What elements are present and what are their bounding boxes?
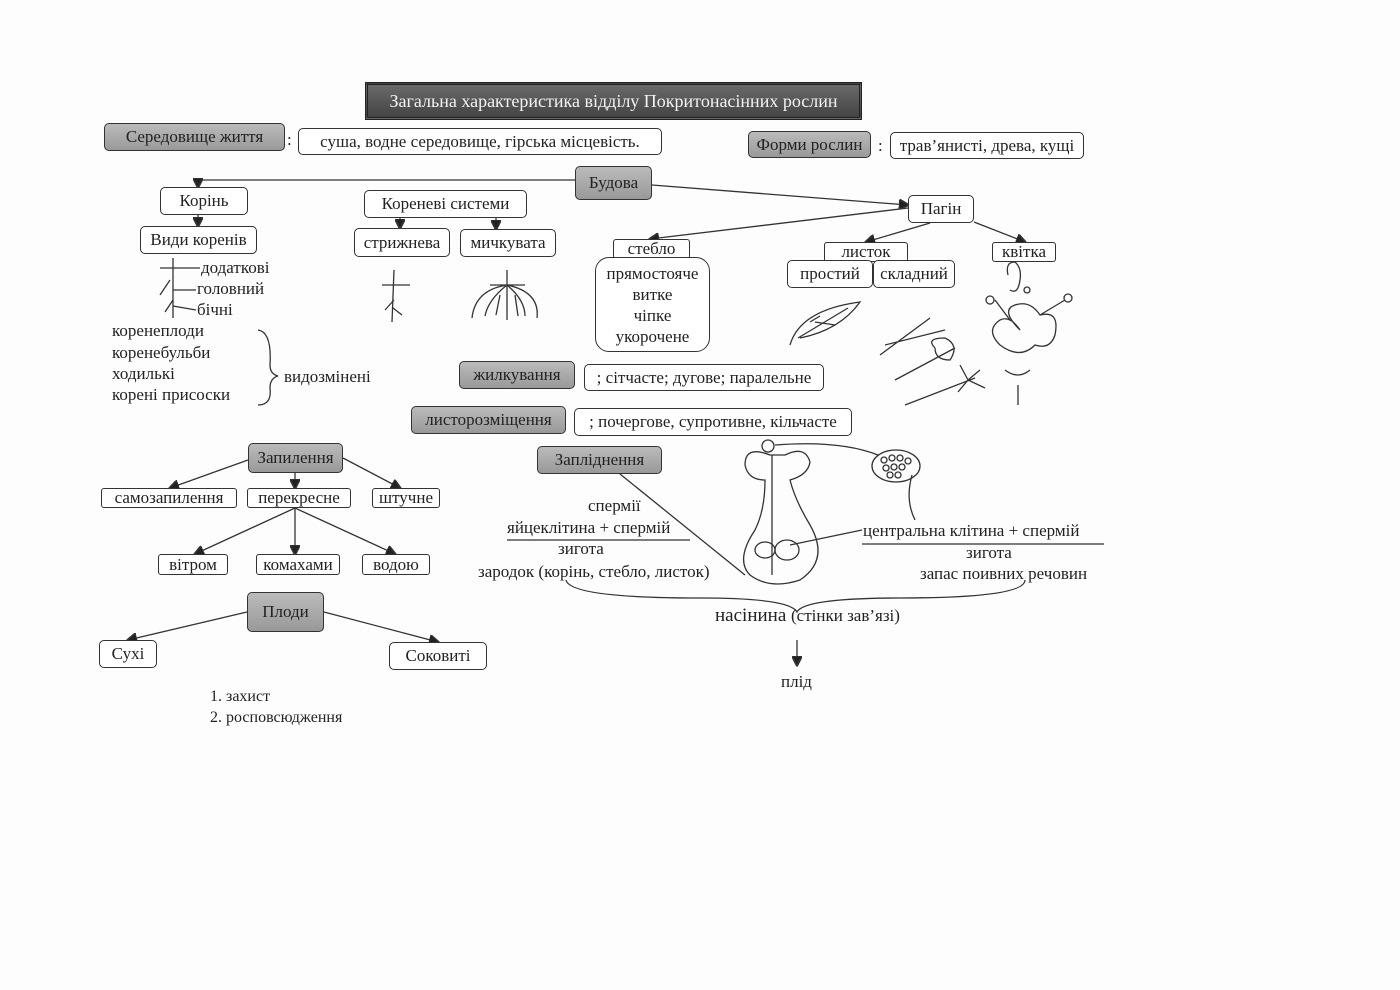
seed-text: насінина [715,605,787,626]
sperm-label: спермії [588,496,641,515]
modified-root: коренеплоди [112,321,204,340]
right-result: зигота [966,543,1012,562]
shoot-node: Пагін [908,195,974,223]
forms-label: Форми рослин [748,131,871,158]
insects-node: комахами [256,554,340,575]
seed-note: (стінки зав’язі) [791,606,900,625]
fruit-function: 1. захист [210,688,271,705]
leaf-arrangement-value: ; почергове, супротивне, кільчасте [574,408,852,436]
right-equation: центральна клітина + спермій [863,521,1080,540]
stem-types: прямостояче витке чіпке укорочене [595,257,710,352]
root-types-node: Види коренів [140,226,257,254]
root-systems-node: Кореневі системи [364,190,527,218]
fibrous-root-node: мичкувата [460,229,556,257]
forms-colon: : [878,136,883,155]
stem-type: витке [632,284,673,304]
flower-node: квітка [992,242,1056,262]
page-title: Загальна характеристика відділу Покритон… [365,82,862,120]
left-result: зигота [558,539,604,558]
structure-node: Будова [575,166,652,200]
cross-pollination: перекресне [247,488,351,508]
left-equation: яйцеклітина + спермій [507,518,671,537]
habitat-colon: : [287,130,292,149]
left-outcome: зародок (корінь, стебло, листок) [478,562,710,581]
compound-leaf-node: складний [873,260,955,288]
stem-node: стебло [613,239,690,259]
fertilization-node: Запліднення [537,446,662,474]
artificial-pollination: штучне [372,488,440,508]
root-part: головний [197,279,265,298]
habitat-label: Середовище життя [104,123,285,151]
stem-type: прямостояче [606,263,699,283]
water-node: водою [362,554,430,575]
venation-label: жилкування [459,361,575,389]
fruit-label: плід [781,672,812,691]
fleshy-fruits-node: Соковиті [389,642,487,670]
taproot-node: стрижнева [354,228,450,257]
seed-label: насінина (стінки зав’язі) [715,606,900,625]
stem-type: чіпке [633,305,672,325]
modified-root: корені присоски [112,385,231,404]
habitat-value: суша, водне середовище, гірська місцевіс… [298,128,662,155]
leaf-arrangement-label: листорозміщення [411,406,566,434]
stem-type: укорочене [615,326,690,346]
pollination-node: Запилення [248,443,343,473]
venation-value: ; сітчасте; дугове; паралельне [584,364,824,391]
root-part: бічні [197,300,233,319]
leaf-node: листок [824,242,908,262]
fruits-node: Плоди [247,592,324,632]
dry-fruits-node: Сухі [99,640,157,668]
self-pollination: самозапилення [101,488,237,508]
root-node: Корінь [160,187,248,215]
wind-node: вітром [158,554,228,575]
modified-root: коренебульби [112,343,211,362]
modified-root: ходилькі [112,364,175,383]
right-outcome: запас поивних речовин [920,564,1088,583]
fruit-function: 2. росповсюдження [210,709,343,726]
simple-leaf-node: простий [787,260,873,288]
modified-label: видозмінені [284,367,371,386]
forms-value: трав’янисті, древа, кущі [890,132,1084,159]
root-part: додаткові [201,258,270,277]
